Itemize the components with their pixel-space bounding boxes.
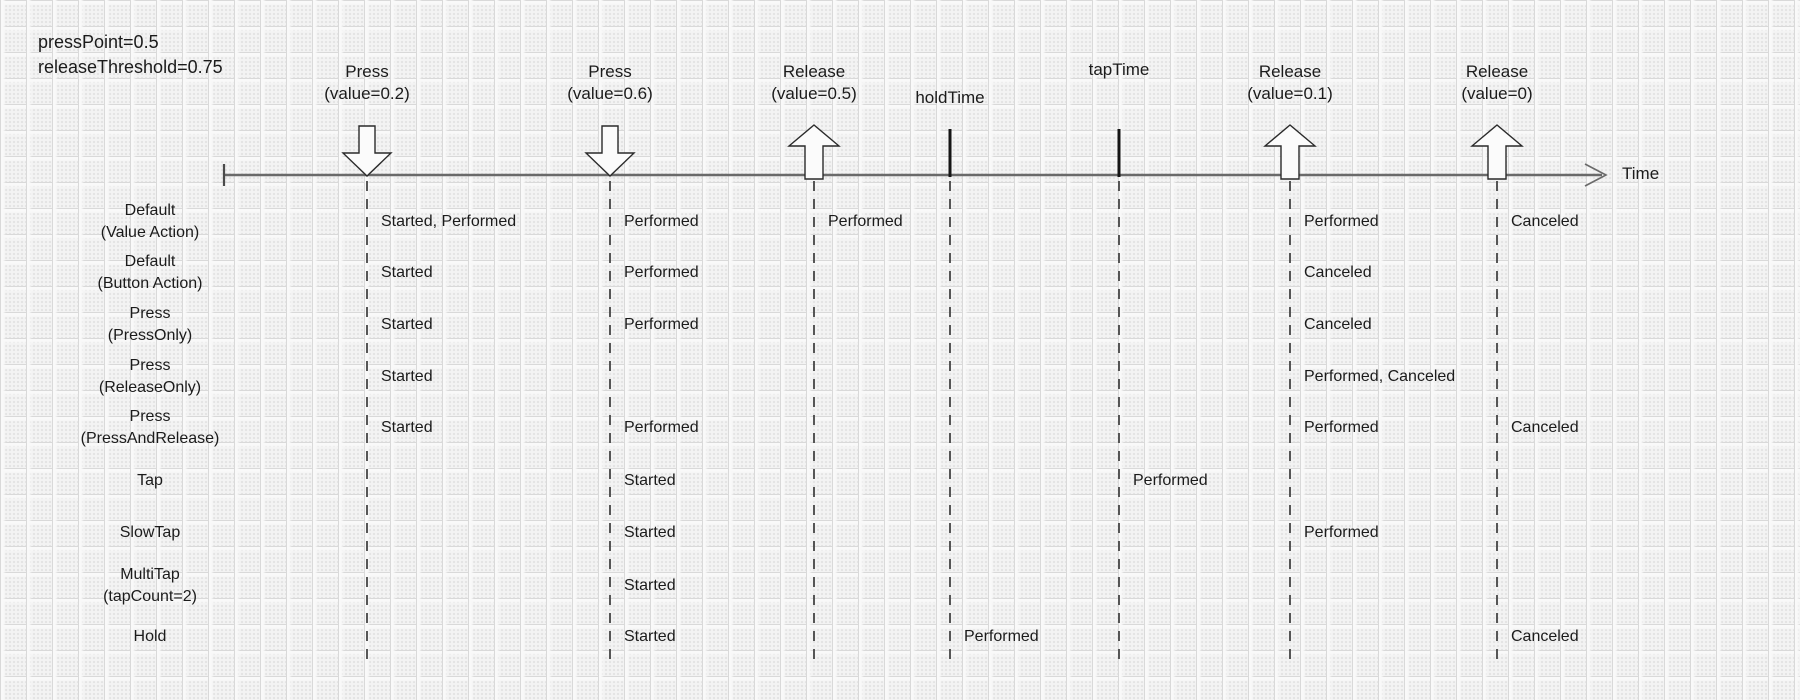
time-axis-label: Time [1622,164,1660,183]
event-label-line1: Release [1258,62,1322,81]
phase-cell: Started [381,368,433,385]
event-label-release-0: Release (value=0) [1387,61,1607,105]
phase-cell: Canceled [1511,213,1579,230]
phase-cell: Started, Performed [381,213,517,230]
row-label-tap: Tap [30,470,270,492]
phase-cell: Performed [1304,419,1379,436]
phase-cell: Performed [964,628,1039,645]
row-label-press-releaseonly: Press (ReleaseOnly) [30,355,270,399]
event-label-release-0-1: Release (value=0.1) [1180,61,1400,105]
event-label-line1: tapTime [1088,60,1150,79]
row-label-line1: Press [129,408,171,425]
phase-cell: Performed [1133,472,1208,489]
interaction-parameters: pressPoint=0.5 releaseThreshold=0.75 [38,30,223,80]
event-label-tap-time: tapTime [1009,59,1229,81]
event-label-line2: (value=0) [1461,84,1533,103]
phase-cell: Performed [624,316,699,333]
event-label-line2: (value=0.6) [567,84,653,103]
row-label-line1: Press [129,357,171,374]
phase-cell: Started [624,577,676,594]
arrow-up-icon-release-0-1 [1263,124,1317,180]
release-threshold-parameter: releaseThreshold=0.75 [38,57,223,77]
time-axis-arrowhead-icon [1584,163,1608,187]
row-label-line2: (ReleaseOnly) [98,379,202,396]
event-label-line1: holdTime [915,88,985,107]
row-label-line2: (Value Action) [100,224,200,241]
event-label-release-0-5: Release (value=0.5) [704,61,924,105]
event-label-press-0-6: Press (value=0.6) [500,61,720,105]
arrow-up-icon-release-0-5 [787,124,841,180]
row-label-line1: Hold [133,628,167,645]
phase-cell: Canceled [1304,264,1372,281]
row-label-line1: MultiTap [120,566,180,583]
arrow-down-icon-press-0-6 [584,125,636,177]
row-label-line1: Tap [137,472,163,489]
phase-cell: Performed [624,419,699,436]
phase-cell: Performed, Canceled [1304,368,1456,385]
event-label-line2: (value=0.2) [324,84,410,103]
event-label-line1: Release [782,62,846,81]
phase-cell: Started [624,524,676,541]
phase-cell: Started [624,628,676,645]
row-label-line1: Press [129,305,171,322]
phase-cell: Canceled [1304,316,1372,333]
row-label-press-pressandrelease: Press (PressAndRelease) [30,406,270,450]
phase-cell: Started [381,316,433,333]
row-label-line2: (tapCount=2) [103,588,197,605]
event-label-press-0-2: Press (value=0.2) [257,61,477,105]
press-point-parameter: pressPoint=0.5 [38,32,159,52]
phase-cell: Performed [624,213,699,230]
event-label-line1: Press [345,62,389,81]
row-label-default-button-action: Default (Button Action) [30,251,270,295]
row-label-multitap: MultiTap (tapCount=2) [30,564,270,608]
event-label-line1: Release [1465,62,1529,81]
arrow-up-icon-release-0 [1470,124,1524,180]
row-label-line1: SlowTap [119,524,181,541]
row-label-line2: (Button Action) [97,275,203,292]
phase-cell: Started [381,419,433,436]
row-label-line1: Default [124,202,176,219]
row-label-line2: (PressOnly) [107,327,193,344]
row-label-press-pressonly: Press (PressOnly) [30,303,270,347]
row-label-default-value-action: Default (Value Action) [30,200,270,244]
phase-cell: Performed [1304,213,1379,230]
phase-cell: Performed [828,213,903,230]
phase-cell: Started [381,264,433,281]
phase-cell: Performed [1304,524,1379,541]
event-label-hold-time: holdTime [840,87,1060,109]
row-label-line1: Default [124,253,176,270]
phase-cell: Canceled [1511,628,1579,645]
row-label-hold: Hold [30,626,270,648]
row-label-slowtap: SlowTap [30,522,270,544]
phase-cell: Canceled [1511,419,1579,436]
phase-cell: Started [624,472,676,489]
arrow-down-icon-press-0-2 [341,125,393,177]
event-label-line2: (value=0.1) [1247,84,1333,103]
event-label-line2: (value=0.5) [771,84,857,103]
phase-cell: Performed [624,264,699,281]
event-label-line1: Press [588,62,632,81]
row-label-line2: (PressAndRelease) [80,430,220,447]
